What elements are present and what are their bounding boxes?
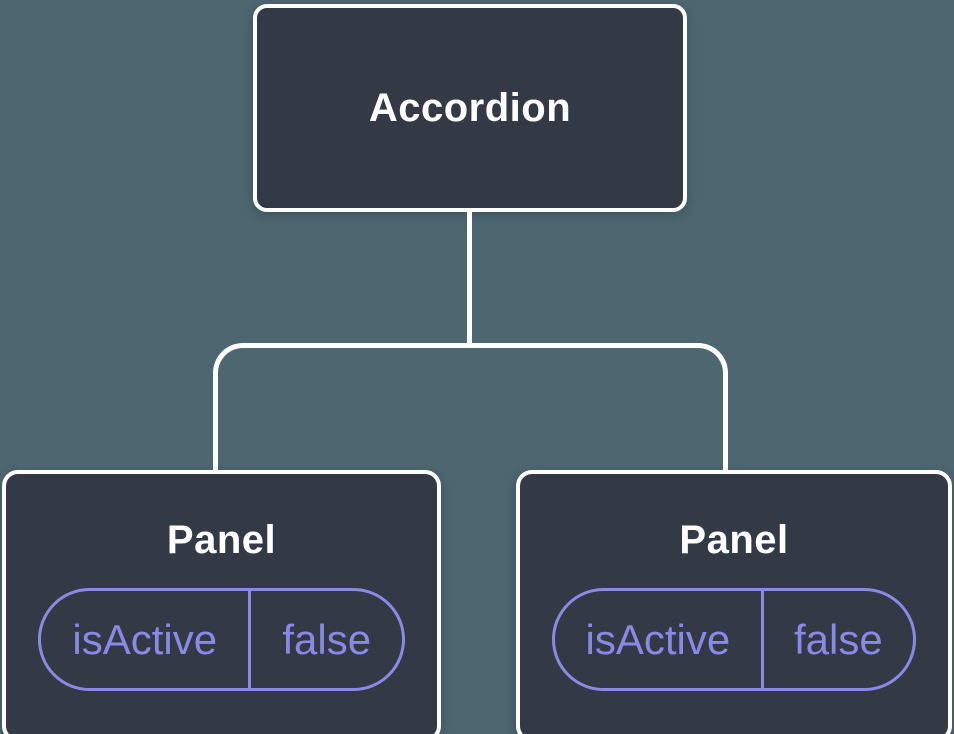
- state-key: isActive: [555, 591, 764, 688]
- component-node-panel-right: Panel isActive false: [516, 470, 952, 734]
- connector-stem: [467, 210, 472, 346]
- accordion-node-label: Accordion: [368, 85, 572, 130]
- component-node-panel-left: Panel isActive false: [2, 470, 441, 734]
- state-pill: isActive false: [552, 588, 916, 691]
- panel-node-label: Panel: [166, 518, 277, 562]
- connector-bracket: [213, 343, 728, 470]
- state-key: isActive: [41, 591, 252, 688]
- panel-node-label: Panel: [679, 518, 789, 562]
- state-value: false: [793, 615, 883, 663]
- component-node-accordion: Accordion: [253, 4, 687, 212]
- state-value: false: [282, 615, 372, 663]
- state-pill: isActive false: [38, 588, 405, 691]
